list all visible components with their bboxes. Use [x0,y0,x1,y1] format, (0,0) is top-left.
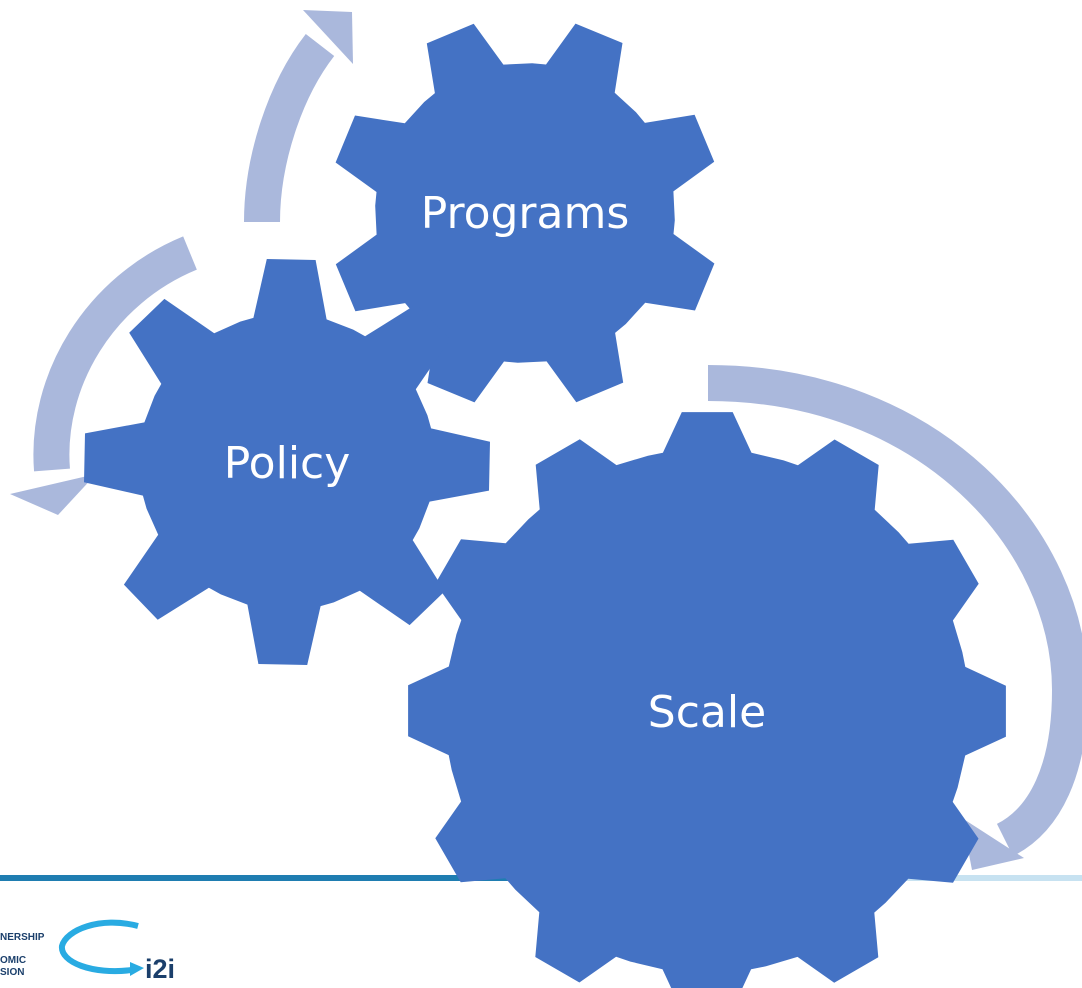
logo-left-line-3: SION [0,967,24,978]
gear-programs-label: Programs [421,188,630,239]
logo-left-line-2: OMIC [0,955,26,966]
gear-scale-label: Scale [648,687,766,738]
i2i-logo-swoosh [59,919,139,974]
i2i-logo: i2i [59,919,175,984]
i2i-logo-text: i2i [145,954,175,984]
gear-policy: Policy [84,259,490,665]
gear-scale: Scale [408,412,1006,988]
cycle-arrow-left [10,236,198,515]
logo-left-line-1: NERSHIP [0,932,45,943]
gear-policy-label: Policy [224,438,351,489]
gear-scale-shape [408,412,1006,988]
cycle-arrow-right [707,365,1082,870]
gear-programs: Programs [335,23,715,403]
i2i-logo-arrowhead [130,962,144,976]
partner-logo-left: NERSHIP OMIC SION [0,932,45,978]
gear-policy-shape [84,259,490,665]
gear-programs-shape [335,23,715,403]
cycle-arrow-top [244,10,353,223]
